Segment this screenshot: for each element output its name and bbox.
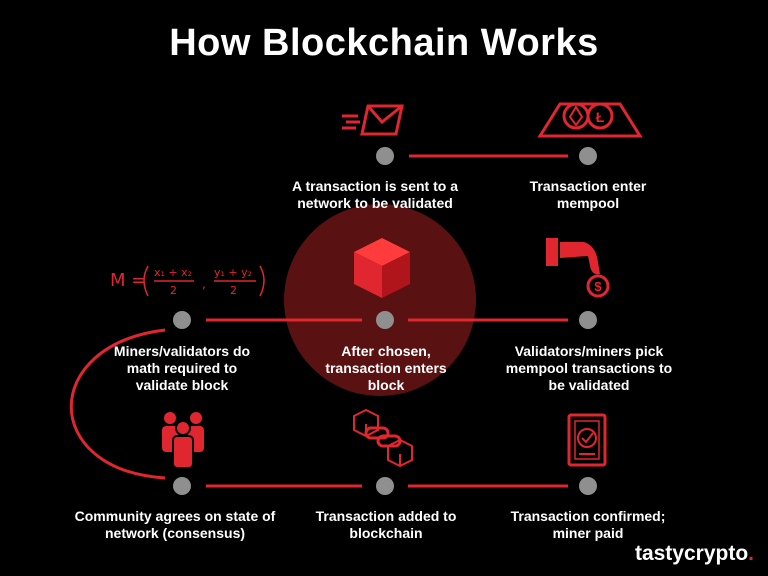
step-7-node [376,477,394,495]
certificate-icon [567,413,607,467]
formula-lhs: M = [110,270,146,291]
svg-text:Ł: Ł [596,109,605,125]
brand-logo: tastycrypto. [635,542,754,566]
highlight-circle [284,204,476,396]
formula-x-numerator: x₁ + x₂ [154,266,192,279]
step-6-label: Community agrees on state of network (co… [74,508,276,541]
step-5-node [173,311,191,329]
step-8-label: Transaction confirmed; miner paid [510,508,666,541]
step-1-node [376,147,394,165]
step-7-label: Transaction added to blockchain [315,508,457,541]
page-title: How Blockchain Works [169,22,599,64]
step-2-node [579,147,597,165]
cube-icon [354,238,410,298]
chain-icon [353,408,413,468]
formula-y-denominator: 2 [230,284,237,297]
svg-text:,: , [202,277,206,291]
step-5-label: Miners/validators do math required to va… [113,343,251,393]
step-2-label: Transaction enter mempool [529,178,647,211]
step-4-label: After chosen, transaction enters block [325,343,447,393]
step-3-node [579,311,597,329]
brand-dot: . [748,542,754,565]
step-4-node [376,311,394,329]
formula-x-denominator: 2 [170,284,177,297]
math-formula-icon: M = x₁ + x₂ 2 , y₁ + y₂ 2 [110,262,270,300]
coins-icon: Ł [537,102,643,138]
step-3-label: Validators/miners pick mempool transacti… [505,343,673,393]
step-6-node [173,477,191,495]
step-1-label: A transaction is sent to a network to be… [292,178,458,211]
hand-coin-icon: $ [546,238,610,298]
brand-name: tastycrypto [634,542,749,565]
formula-y-numerator: y₁ + y₂ [214,266,252,279]
step-8-node [579,477,597,495]
envelope-icon [342,104,404,136]
svg-text:$: $ [594,279,602,294]
people-icon [162,412,204,469]
